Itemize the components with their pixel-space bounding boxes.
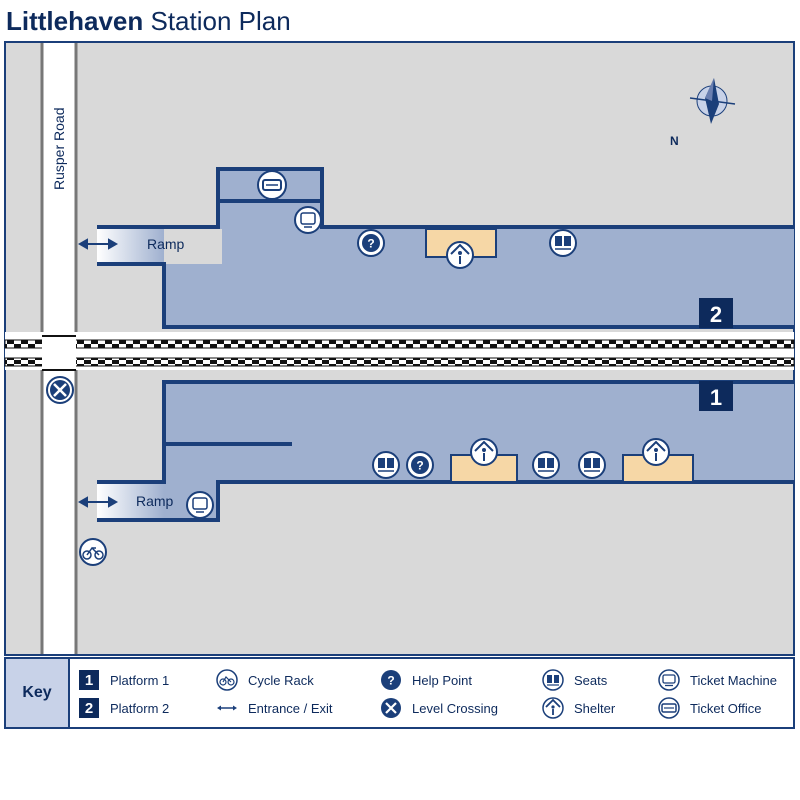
cycle-rack-icon: [79, 538, 107, 566]
key-label-entrance-exit: Entrance / Exit: [248, 700, 333, 716]
level-crossing-icon: [46, 376, 74, 404]
svg-text:?: ?: [387, 674, 394, 688]
entrance-exit-icon: [216, 697, 238, 719]
ticket-machine-icon: [186, 491, 214, 519]
compass-icon: [689, 78, 736, 124]
seats-icon: [372, 451, 400, 479]
key-item-help-point: ? Help Point: [380, 669, 472, 691]
title-suffix: Station Plan: [150, 6, 291, 36]
ticket-office-icon: [257, 170, 287, 200]
cycle-rack-icon: [216, 669, 238, 691]
help-point-icon: ?: [380, 669, 402, 691]
platform-2-icon: 2: [78, 697, 100, 719]
key-item-ticket-machine: Ticket Machine: [658, 669, 777, 691]
entrance-exit-arrow-south[interactable]: [77, 496, 119, 508]
railway-tracks: [4, 332, 795, 371]
key-item-level-crossing: Level Crossing: [380, 697, 498, 719]
key-label-ticket-machine: Ticket Machine: [690, 672, 777, 688]
ticket-machine-icon: [658, 669, 680, 691]
svg-text:?: ?: [416, 459, 423, 473]
key-item-cycle-rack: Cycle Rack: [216, 669, 314, 691]
platform-1-number: 1: [710, 385, 722, 410]
platform-2-badge: [699, 298, 733, 328]
key-label: Key: [6, 659, 70, 727]
key-item-shelter: Shelter: [542, 697, 615, 719]
key-label-shelter: Shelter: [574, 700, 616, 716]
seats-icon: [532, 451, 560, 479]
station-name: Littlehaven: [6, 6, 144, 36]
seats-icon: [542, 669, 564, 691]
ramp-label-south: Ramp: [136, 493, 174, 509]
key-item-entrance-exit: Entrance / Exit: [216, 697, 333, 719]
map-key: Key 1 Platform 1 2 Platform 2 Cycle Rack…: [4, 657, 795, 729]
platform-1-symbol: 1: [79, 670, 99, 690]
key-label-ticket-office: Ticket Office: [690, 700, 762, 716]
platform-2: [97, 199, 794, 329]
level-crossing-icon: [380, 697, 402, 719]
platform-1-icon: 1: [78, 669, 100, 691]
key-item-ticket-office: Ticket Office: [658, 697, 762, 719]
compass-label: N: [670, 134, 679, 148]
seats-icon: [578, 451, 606, 479]
help-point-icon: ?: [406, 451, 434, 479]
road-label: Rusper Road: [51, 108, 67, 191]
help-point-icon: ?: [357, 229, 385, 257]
seats-icon: [549, 229, 577, 257]
shelter-icon: [446, 241, 474, 269]
station-map: ? ?: [4, 41, 795, 656]
entrance-exit-arrow-north[interactable]: [77, 238, 119, 250]
page-title: Littlehaven Station Plan: [6, 4, 291, 38]
shelter-icon: [470, 438, 498, 466]
shelter-icon: [542, 697, 564, 719]
key-label-level-crossing: Level Crossing: [412, 700, 498, 716]
ramp-label-north: Ramp: [147, 236, 185, 252]
key-label-platform-1: Platform 1: [110, 672, 170, 688]
key-item-platform-2: 2 Platform 2: [78, 697, 169, 719]
key-label-help-point: Help Point: [412, 672, 472, 688]
key-label-cycle-rack: Cycle Rack: [248, 672, 314, 688]
key-item-platform-1: 1 Platform 1: [78, 669, 169, 691]
key-label-seats: Seats: [574, 672, 608, 688]
svg-text:?: ?: [367, 237, 374, 251]
ticket-machine-icon: [294, 206, 322, 234]
key-label-platform-2: Platform 2: [110, 700, 170, 716]
key-item-seats: Seats: [542, 669, 607, 691]
platform-1-badge: [699, 381, 733, 411]
platform-2-number: 2: [710, 302, 722, 327]
shelter-icon: [642, 438, 670, 466]
platform-2-symbol: 2: [79, 698, 99, 718]
ticket-office-icon: [658, 697, 680, 719]
